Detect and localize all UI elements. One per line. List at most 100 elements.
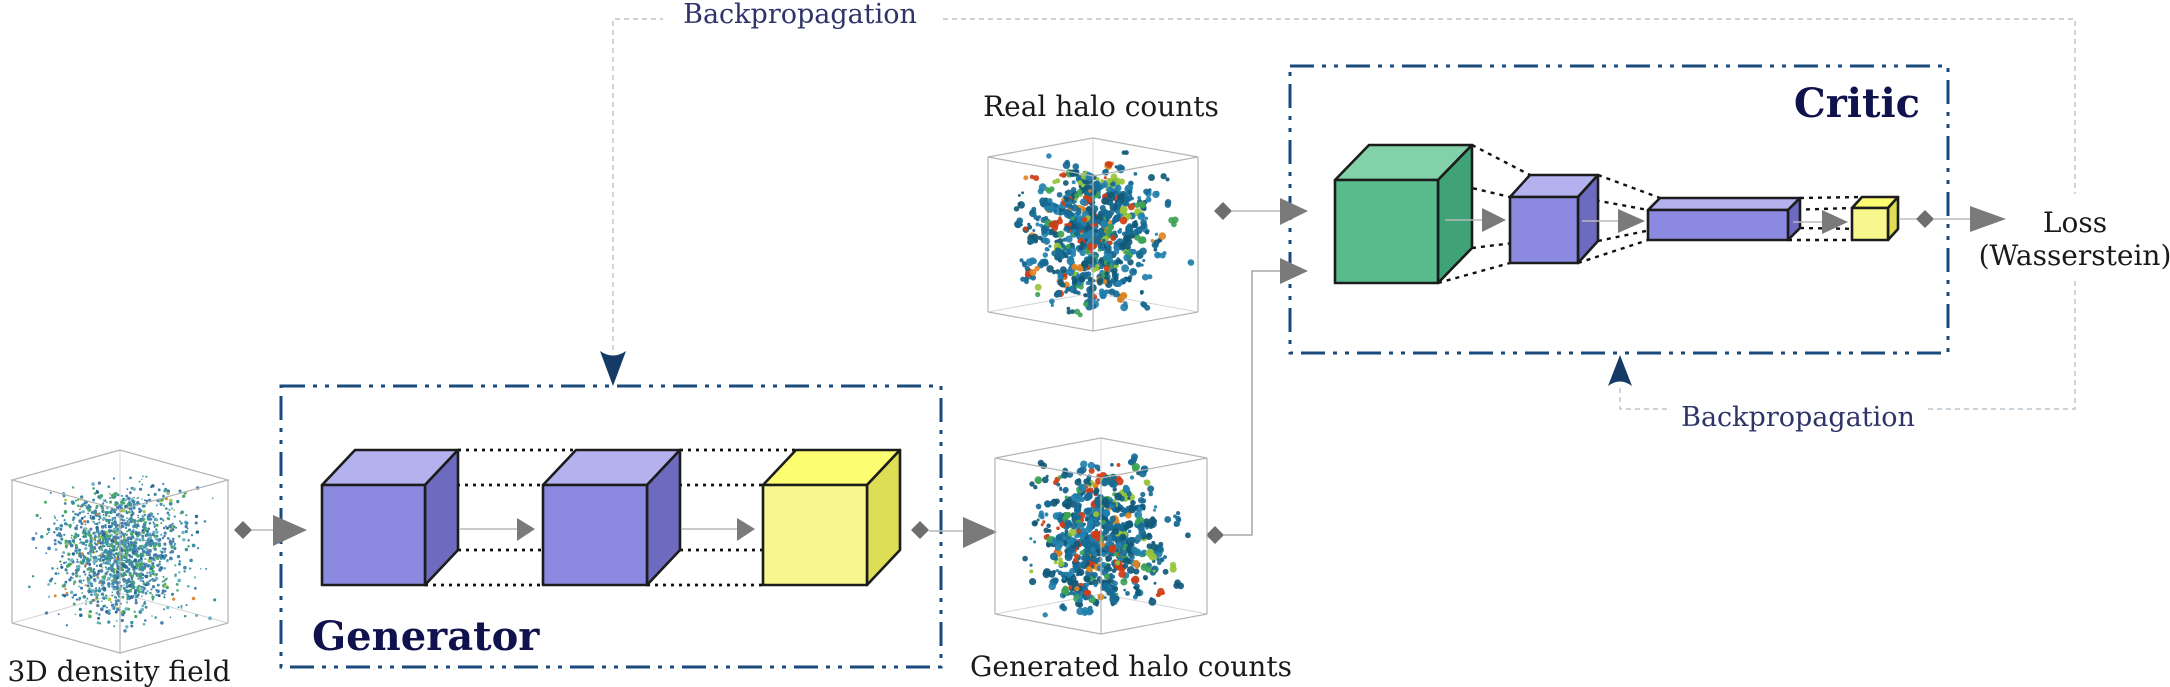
halo-blob bbox=[1129, 475, 1135, 480]
density-point bbox=[148, 521, 152, 525]
density-point bbox=[71, 560, 75, 564]
halo-blob bbox=[1113, 275, 1119, 281]
density-point bbox=[101, 507, 105, 510]
halo-blob bbox=[1101, 197, 1110, 205]
halo-blob bbox=[1083, 597, 1087, 601]
cube-wireframe-edge bbox=[11, 622, 121, 654]
halo-blob bbox=[1032, 520, 1038, 526]
density-point bbox=[124, 588, 127, 591]
density-point bbox=[115, 570, 120, 574]
density-point bbox=[151, 615, 153, 617]
halo-blob bbox=[1114, 191, 1119, 195]
density-point bbox=[109, 492, 111, 495]
density-point bbox=[98, 535, 100, 537]
halo-blob bbox=[1089, 250, 1094, 254]
density-point bbox=[99, 548, 101, 551]
density-point bbox=[94, 509, 97, 513]
density-point bbox=[107, 485, 111, 489]
halo-blob bbox=[1067, 269, 1074, 276]
density-point bbox=[126, 517, 128, 519]
halo-blob bbox=[1131, 537, 1136, 542]
density-point bbox=[97, 569, 101, 573]
density-point bbox=[134, 614, 138, 619]
density-point bbox=[189, 567, 192, 570]
halo-blob bbox=[1054, 578, 1059, 582]
density-point bbox=[122, 546, 125, 549]
halo-blob bbox=[1062, 486, 1069, 493]
density-point bbox=[157, 538, 162, 542]
arrow-right-icon bbox=[1822, 210, 1848, 234]
density-point bbox=[141, 538, 144, 541]
density-point bbox=[96, 541, 100, 545]
critic-dense-layer bbox=[1646, 196, 1802, 242]
halo-blob bbox=[1105, 247, 1111, 253]
density-point bbox=[176, 589, 179, 592]
density-point bbox=[80, 582, 83, 585]
density-point bbox=[137, 577, 140, 580]
halo-blob bbox=[1081, 222, 1087, 228]
density-point bbox=[155, 530, 159, 534]
density-point bbox=[155, 528, 158, 531]
density-point bbox=[146, 532, 149, 535]
density-point bbox=[124, 573, 128, 577]
density-point bbox=[158, 562, 161, 565]
density-point bbox=[104, 562, 107, 565]
density-point bbox=[173, 546, 177, 551]
density-point bbox=[100, 592, 105, 596]
density-point bbox=[129, 531, 134, 536]
halo-blob bbox=[1047, 198, 1053, 204]
density-point bbox=[163, 531, 167, 535]
density-point bbox=[90, 547, 95, 552]
halo-blob bbox=[1139, 289, 1144, 295]
halo-blob bbox=[1070, 216, 1075, 221]
halo-blob bbox=[1064, 502, 1072, 510]
halo-blob bbox=[1135, 261, 1142, 268]
halo-blob bbox=[1095, 477, 1102, 485]
halo-blob bbox=[1058, 207, 1064, 212]
generator-label: Generator bbox=[312, 613, 540, 660]
density-point bbox=[190, 533, 194, 537]
density-point bbox=[93, 492, 97, 495]
density-point bbox=[183, 614, 187, 618]
halo-blob bbox=[1086, 197, 1093, 204]
density-point bbox=[133, 591, 138, 595]
halo-blob bbox=[1163, 555, 1167, 560]
density-to-generator-connector bbox=[234, 515, 307, 546]
backprop-bottom-path bbox=[1608, 278, 2076, 410]
halo-blob bbox=[1137, 506, 1143, 513]
halo-blob bbox=[1032, 229, 1036, 232]
halo-blob bbox=[1069, 247, 1077, 255]
density-point bbox=[105, 597, 108, 600]
density-point bbox=[98, 546, 102, 550]
halo-blob bbox=[1029, 578, 1037, 586]
density-point bbox=[147, 528, 150, 531]
density-point bbox=[83, 515, 86, 518]
density-point bbox=[120, 500, 124, 504]
halo-blob bbox=[1041, 228, 1048, 235]
density-point bbox=[72, 602, 76, 606]
halo-blob bbox=[1173, 582, 1180, 589]
density-point bbox=[79, 508, 81, 511]
diamond-icon bbox=[911, 521, 929, 539]
diamond-icon bbox=[234, 521, 252, 539]
halo-blob bbox=[1065, 235, 1073, 243]
density-point bbox=[70, 534, 73, 537]
halo-blob bbox=[1091, 579, 1099, 587]
density-point bbox=[74, 571, 78, 575]
halo-blob bbox=[1187, 260, 1192, 264]
density-point bbox=[87, 577, 91, 581]
halo-blob bbox=[1127, 227, 1132, 232]
density-point bbox=[98, 613, 101, 616]
density-point bbox=[133, 545, 135, 548]
halo-blob bbox=[1106, 186, 1114, 194]
density-point bbox=[100, 525, 105, 529]
halo-blob bbox=[1037, 215, 1042, 219]
halo-blob bbox=[1082, 233, 1090, 241]
density-point bbox=[129, 562, 134, 566]
density-point bbox=[88, 587, 91, 591]
density-point bbox=[84, 504, 87, 507]
halo-blob bbox=[1087, 461, 1095, 469]
halo-blob bbox=[1036, 518, 1040, 522]
halo-blob bbox=[1165, 177, 1170, 182]
halo-blob bbox=[1141, 273, 1149, 281]
